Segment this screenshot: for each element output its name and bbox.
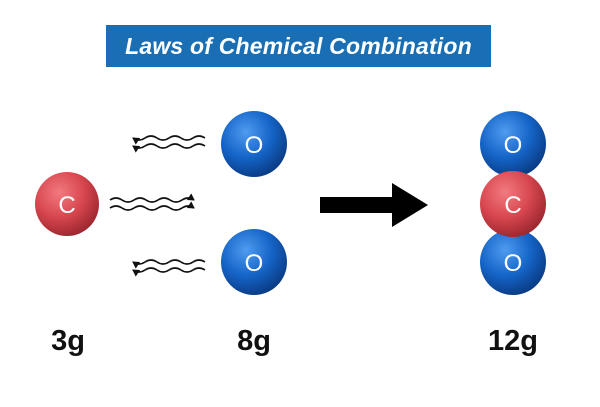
product-atom-label-2: O [504, 250, 523, 277]
carbon-mass-label: 3g [51, 325, 85, 357]
title-banner: Laws of Chemical Combination [106, 25, 491, 67]
oxygen-symbol-bottom: O [245, 250, 264, 277]
oxygen-symbol-top: O [245, 132, 264, 159]
wavy-arrow-bottom [132, 259, 206, 277]
product-oxygen-top: O [480, 111, 546, 177]
wavy-arrow-top [132, 135, 206, 153]
product-atom-label-1: C [504, 192, 521, 219]
product-mass-label: 12g [488, 325, 538, 357]
diagram-title: Laws of Chemical Combination [125, 32, 472, 59]
reaction-arrow [320, 183, 428, 227]
title-banner-bg [106, 25, 491, 67]
product-molecule: O O C [480, 111, 546, 295]
product-carbon: C [480, 171, 546, 237]
carbon-atom-reactant: C [35, 172, 99, 236]
oxygen-atom-bottom: O [221, 229, 287, 295]
oxygen-mass-label: 8g [237, 325, 271, 357]
product-oxygen-bottom: O [480, 229, 546, 295]
oxygen-atom-top: O [221, 111, 287, 177]
wavy-arrow-middle [109, 193, 195, 211]
carbon-symbol: C [58, 192, 75, 219]
product-atom-label-0: O [504, 132, 523, 159]
